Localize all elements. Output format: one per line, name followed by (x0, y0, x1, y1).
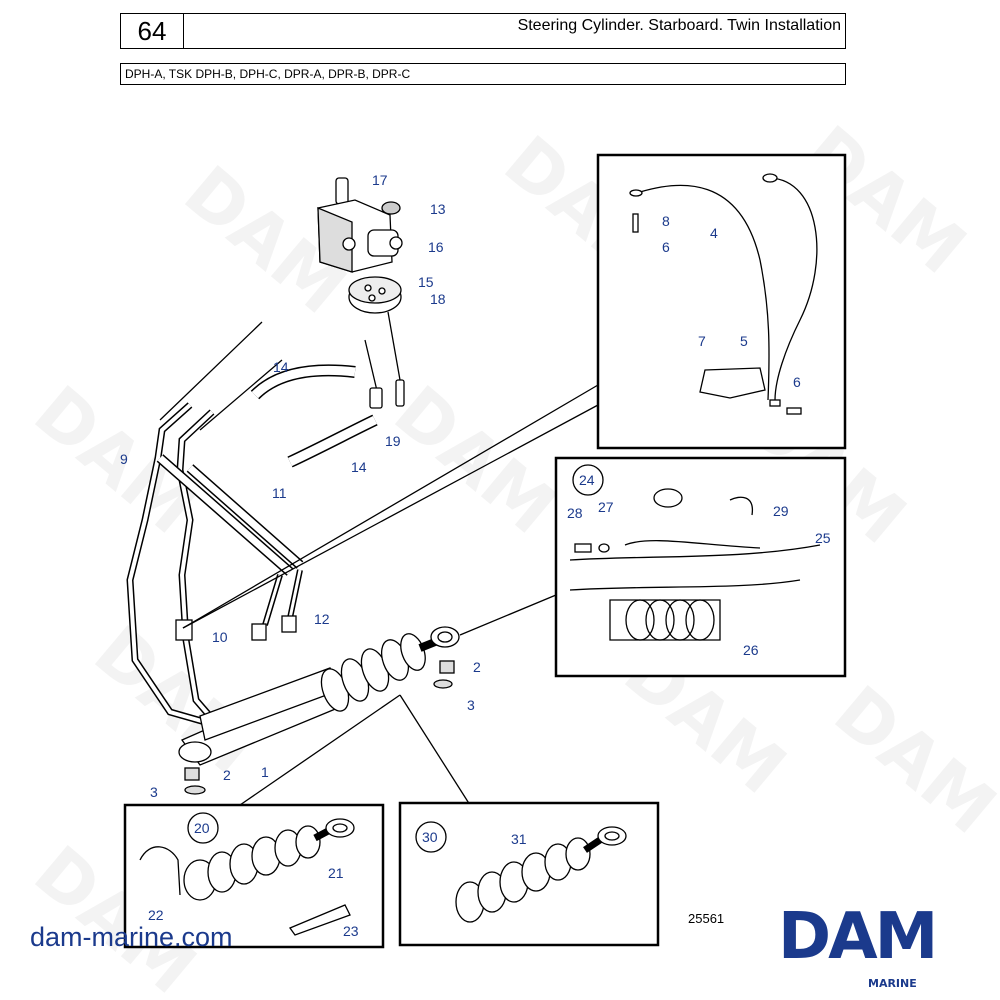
callout-7: 7 (698, 333, 706, 349)
callout-11: 11 (272, 485, 287, 501)
callout-3: 3 (467, 697, 475, 713)
detail-box-cable (596, 153, 847, 450)
dam-logo-subtext: MARINE (868, 977, 917, 990)
callout-numbers: 17 13 16 15 18 14 14 19 9 11 10 12 2 3 1… (120, 172, 831, 939)
watermark: DAM (379, 370, 571, 550)
callout-15: 15 (418, 274, 434, 290)
callout-2: 2 (473, 659, 481, 675)
callout-12: 12 (314, 611, 330, 627)
callout-29: 29 (773, 503, 789, 519)
pipes (126, 402, 304, 726)
callout-26: 26 (743, 642, 759, 658)
reference-number: 25561 (688, 911, 725, 926)
page-title: Steering Cylinder. Starboard. Twin Insta… (184, 13, 846, 49)
callout-4: 4 (710, 225, 718, 241)
steering-cylinder (178, 626, 460, 795)
page-number: 64 (120, 13, 184, 49)
callout-14: 14 (273, 359, 289, 375)
callout-circles (187, 464, 604, 853)
callout-3: 3 (150, 784, 158, 800)
watermark: DAM (819, 670, 1000, 850)
callout-14: 14 (351, 459, 367, 475)
callout-21: 21 (328, 865, 344, 881)
detail-box-bellows (123, 803, 385, 949)
dam-logo: DAM (778, 900, 938, 974)
callout-19: 19 (385, 433, 401, 449)
callout-25: 25 (815, 530, 831, 546)
callout-24: 24 (579, 472, 595, 488)
callout-9: 9 (120, 451, 128, 467)
callout-28: 28 (567, 505, 583, 521)
callout-22: 22 (148, 907, 164, 923)
callout-1: 1 (261, 764, 269, 780)
callout-5: 5 (740, 333, 748, 349)
model-list: DPH-A, TSK DPH-B, DPH-C, DPR-A, DPR-B, D… (120, 63, 846, 85)
callout-2: 2 (223, 767, 231, 783)
callout-13: 13 (430, 201, 446, 217)
callout-27: 27 (598, 499, 614, 515)
callout-6: 6 (662, 239, 670, 255)
callout-23: 23 (343, 923, 359, 939)
website-link[interactable]: dam-marine.com (30, 922, 233, 952)
callout-6: 6 (793, 374, 801, 390)
detail-box-engine (554, 456, 847, 678)
callout-18: 18 (430, 291, 446, 307)
callout-30: 30 (422, 829, 438, 845)
callout-31: 31 (511, 831, 527, 847)
callout-20: 20 (194, 820, 210, 836)
callout-16: 16 (428, 239, 444, 255)
callout-8: 8 (662, 213, 670, 229)
detail-box-bellows-alt (398, 801, 660, 947)
callout-10: 10 (212, 629, 228, 645)
callout-17: 17 (372, 172, 388, 188)
leader-lines (182, 384, 599, 806)
valve-assembly (317, 177, 403, 314)
hoses (159, 311, 405, 468)
